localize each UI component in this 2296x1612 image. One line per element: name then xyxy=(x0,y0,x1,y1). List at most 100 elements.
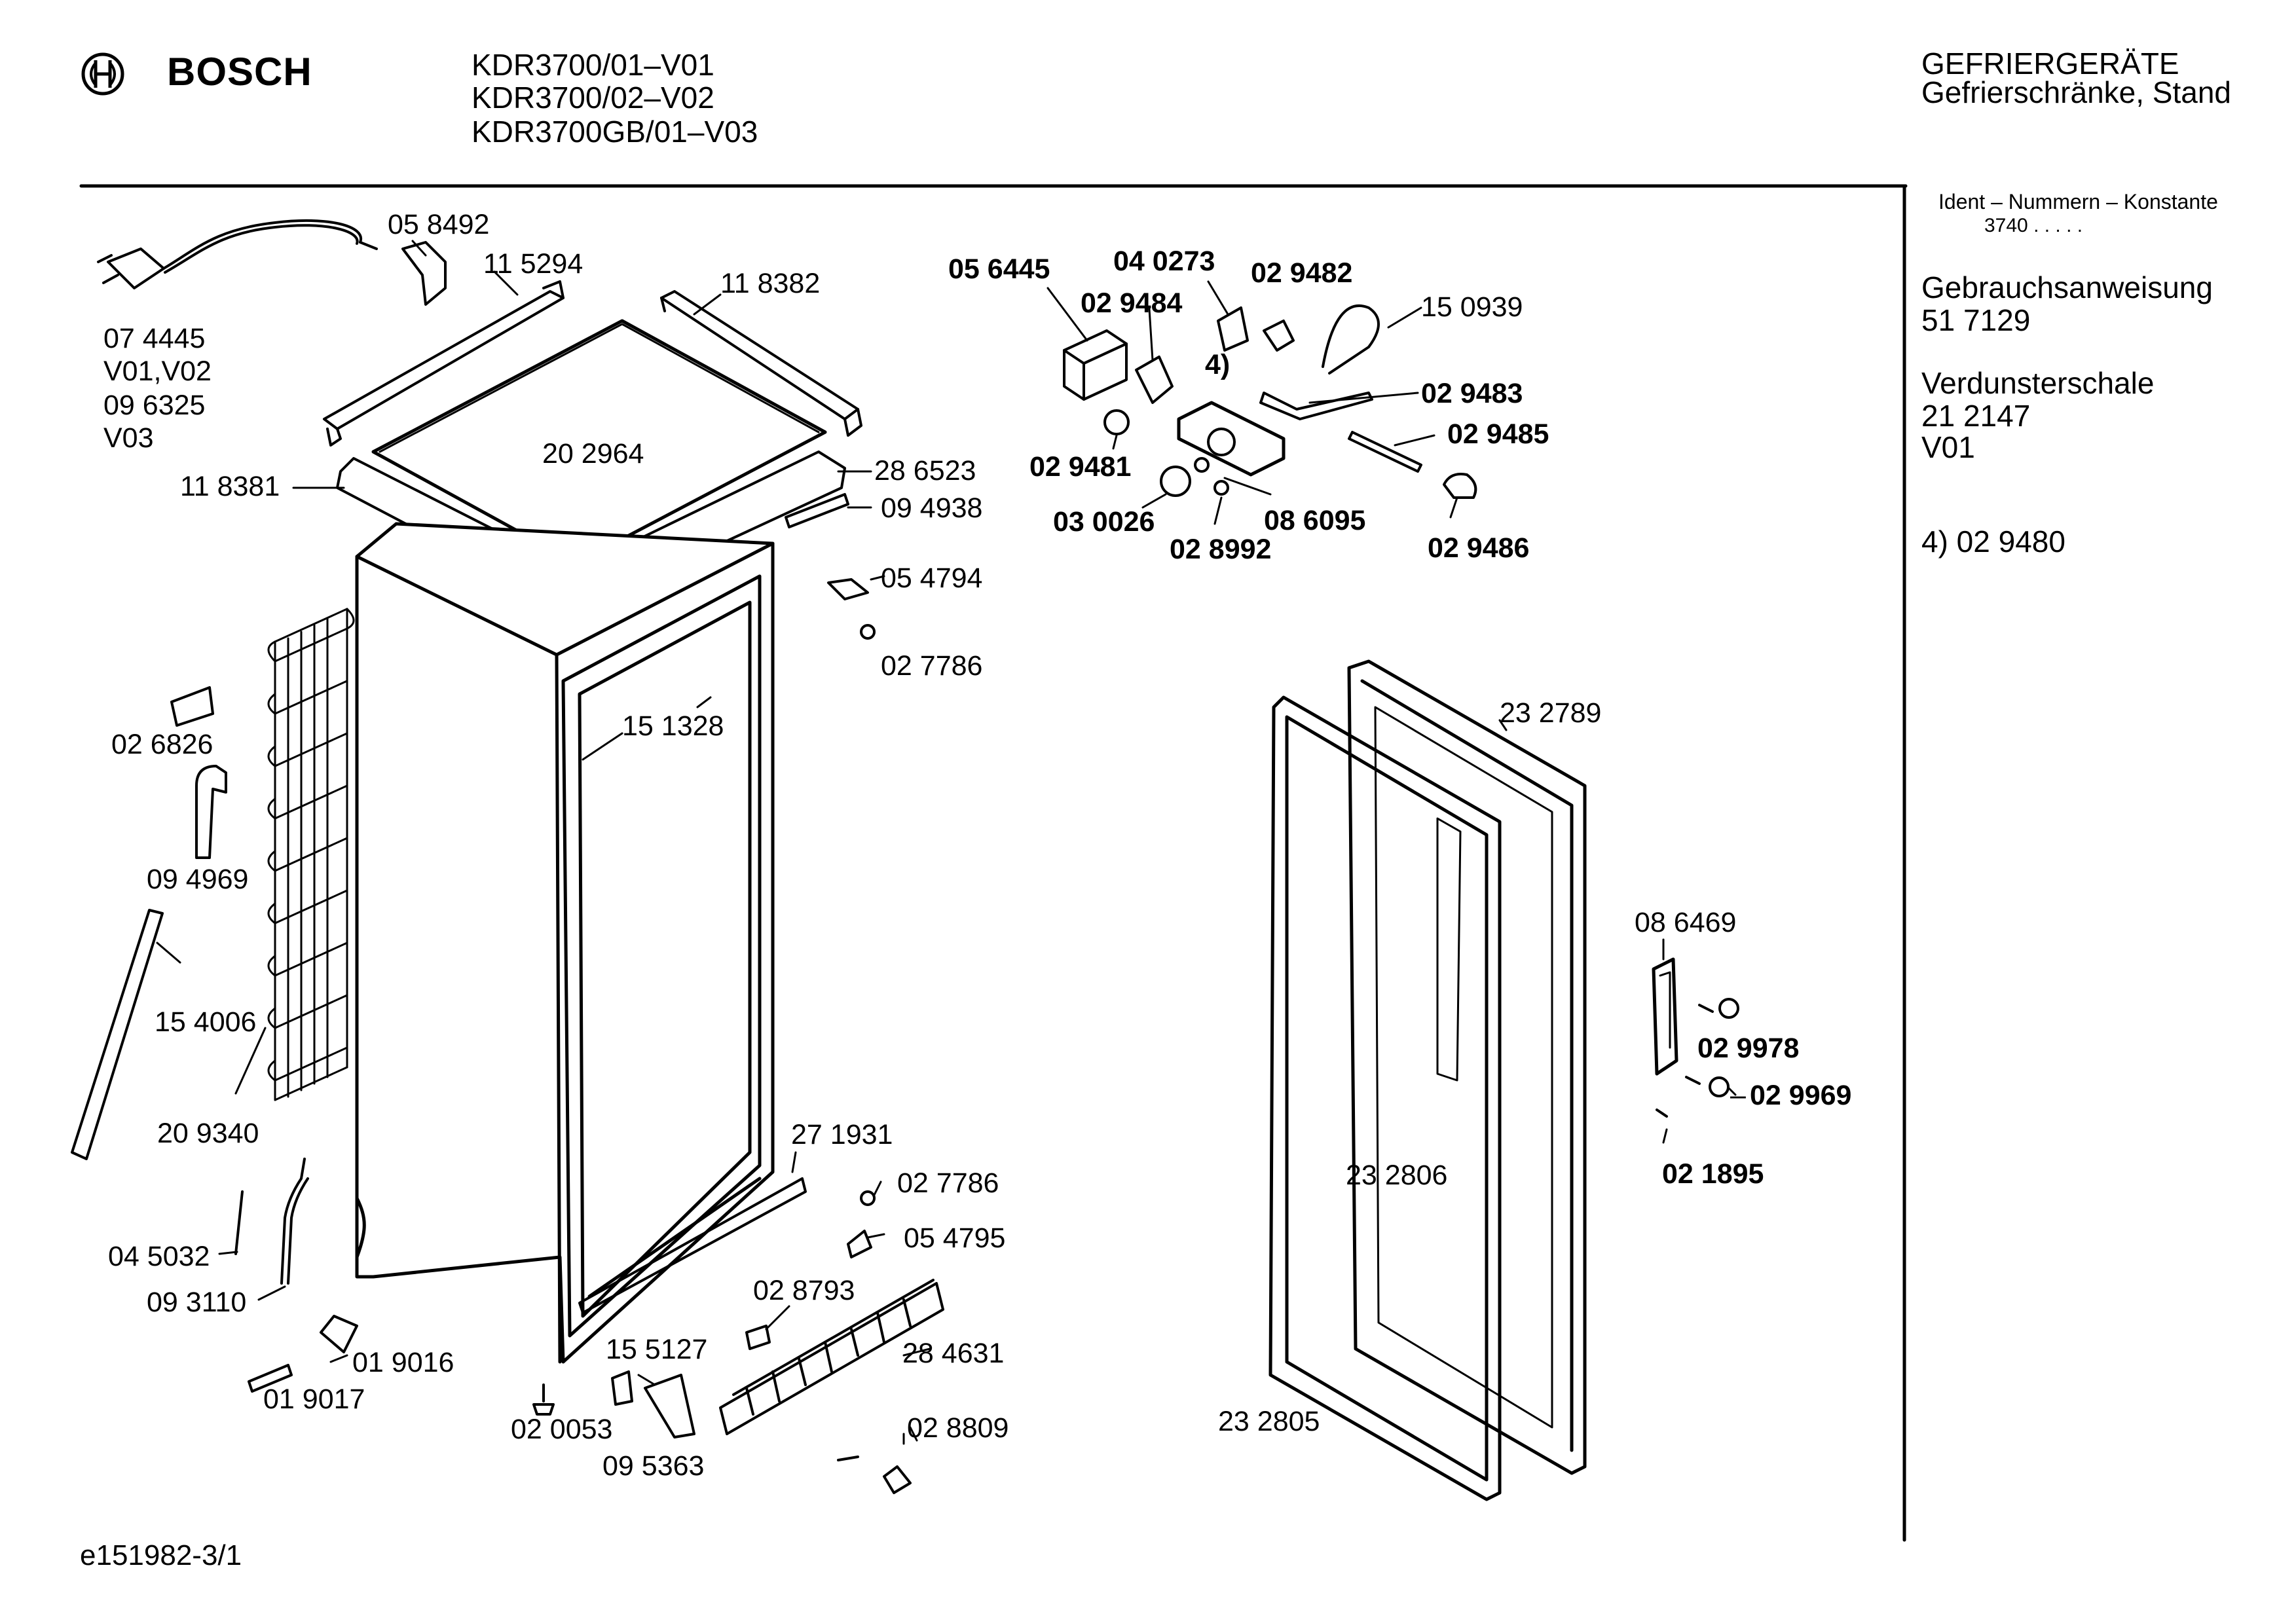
part-label: V03 xyxy=(103,422,154,454)
part-label: 09 4969 xyxy=(147,864,249,895)
thermostat-icon xyxy=(1177,401,1286,477)
part-label: 05 4794 xyxy=(881,562,983,594)
part-label: V01,V02 xyxy=(103,356,212,387)
knob-bracket-icon xyxy=(1135,356,1174,404)
part-label: 02 9486 xyxy=(1428,532,1530,564)
part-label: 02 8992 xyxy=(1170,534,1272,565)
part-label: 09 5363 xyxy=(602,1450,705,1482)
thermostat-cover-icon xyxy=(1063,329,1128,401)
part-label: 02 9483 xyxy=(1421,378,1523,409)
part-label: 05 6445 xyxy=(948,253,1050,285)
part-label: 20 9340 xyxy=(157,1118,259,1149)
part-label: 09 3110 xyxy=(147,1287,247,1318)
lamp-holder-icon xyxy=(1217,306,1249,352)
part-label: 02 9484 xyxy=(1081,287,1183,319)
brand-name: BOSCH xyxy=(167,50,312,94)
ident-value: 3740 . . . . . xyxy=(1984,215,2083,236)
part-label: 02 9978 xyxy=(1697,1033,1800,1064)
small-strip-icon xyxy=(785,493,849,528)
part-label: 23 2789 xyxy=(1500,697,1602,729)
bushing-icon xyxy=(320,1315,358,1353)
part-label: 15 5127 xyxy=(606,1334,708,1365)
model-number-3: KDR3700GB/01–V03 xyxy=(472,115,758,149)
washer-2-icon xyxy=(1213,480,1229,496)
evaporator-tray-title: Verdunsterschale xyxy=(1921,366,2155,400)
part-label: 07 4445 xyxy=(103,323,206,354)
rubber-tube-icon xyxy=(248,1364,293,1393)
lamp-icon xyxy=(1443,473,1477,499)
part-label: 4) xyxy=(1205,349,1231,380)
hinge-top-icon xyxy=(827,578,869,600)
cap-2-icon xyxy=(1709,1076,1730,1097)
part-label: 02 9969 xyxy=(1750,1080,1852,1111)
part-label: 02 9482 xyxy=(1251,257,1353,289)
long-strip-icon xyxy=(71,909,164,1160)
subcategory-title: Gefrierschränke, Stand xyxy=(1921,75,2232,109)
door-panel-icon xyxy=(1347,659,1587,1475)
dash-mark: – xyxy=(1730,1080,1746,1111)
part-label: 11 5294 xyxy=(483,248,583,280)
part-label: 03 0026 xyxy=(1053,506,1155,538)
bottom-strip-icon xyxy=(578,1177,807,1314)
part-label: 15 0939 xyxy=(1421,291,1523,323)
part-label: 02 1895 xyxy=(1662,1158,1764,1190)
top-rail-right-icon xyxy=(660,290,862,437)
part-label: 02 7786 xyxy=(881,650,983,682)
part-label: 11 8381 xyxy=(180,471,280,502)
part-label: 08 6095 xyxy=(1264,505,1366,536)
bolt-icon xyxy=(860,624,876,640)
part-label: 20 2964 xyxy=(542,438,644,469)
evaporator-tray-number: 21 2147 xyxy=(1921,399,2031,433)
small-clip-icon xyxy=(745,1325,771,1350)
cap-icon xyxy=(1718,998,1739,1019)
part-label: 15 1328 xyxy=(622,710,724,742)
part-label: 23 2805 xyxy=(1218,1406,1320,1437)
screw-icon xyxy=(837,1456,912,1494)
bolt-bottom-icon xyxy=(860,1190,876,1206)
rod-icon xyxy=(1348,431,1422,473)
kick-plate-icon xyxy=(719,1279,944,1435)
manual-number: 51 7129 xyxy=(1921,303,2031,337)
small-screw-icon xyxy=(1656,1004,1714,1118)
part-label: 02 8793 xyxy=(753,1275,855,1306)
top-rail-left-icon xyxy=(323,280,565,447)
top-panel-icon xyxy=(371,319,827,565)
part-label: 15 4006 xyxy=(155,1006,257,1038)
part-label: 01 9017 xyxy=(263,1383,365,1415)
ident-label: Ident – Nummern – Konstante xyxy=(1938,190,2218,213)
lever-icon xyxy=(1259,392,1373,420)
cabinet-body-icon xyxy=(355,522,775,1364)
hinge-block-icon xyxy=(611,1370,633,1406)
part-label: 09 4938 xyxy=(881,492,983,524)
part-label: 02 8809 xyxy=(907,1412,1009,1444)
category-title: GEFRIERGERÄTE xyxy=(1921,46,2179,81)
sensor-icon xyxy=(234,1158,309,1285)
leader-lines xyxy=(156,240,1737,1445)
leg-icon xyxy=(644,1374,695,1438)
part-label: 27 1931 xyxy=(791,1119,893,1150)
part-label: 05 4795 xyxy=(904,1222,1006,1254)
switch-icon xyxy=(1263,320,1295,352)
grommet-icon xyxy=(1103,409,1130,435)
model-number-2: KDR3700/02–V02 xyxy=(472,81,714,115)
part-label: 04 0273 xyxy=(1113,246,1215,277)
part-label: 11 8382 xyxy=(720,268,821,299)
door-handle-icon xyxy=(1652,957,1678,1076)
bosch-logo-icon xyxy=(81,52,124,96)
foot-screw-icon xyxy=(532,1383,555,1416)
part-label: 02 7786 xyxy=(897,1167,999,1199)
bracket-icon xyxy=(401,241,447,306)
part-label: 02 9481 xyxy=(1029,451,1132,483)
model-number-1: KDR3700/01–V01 xyxy=(472,48,714,82)
part-label: 08 6469 xyxy=(1635,907,1737,938)
washer-icon xyxy=(1194,457,1210,473)
manual-title: Gebrauchsanweisung xyxy=(1921,270,2213,304)
condenser-coil-icon xyxy=(267,608,355,1101)
power-cord-icon xyxy=(97,219,378,289)
part-label: 23 2806 xyxy=(1346,1160,1448,1191)
part-label: 05 8492 xyxy=(388,209,490,240)
part-label: 28 4631 xyxy=(902,1338,1005,1369)
hinge-bottom-icon xyxy=(847,1230,872,1258)
part-label: 28 6523 xyxy=(874,455,976,486)
